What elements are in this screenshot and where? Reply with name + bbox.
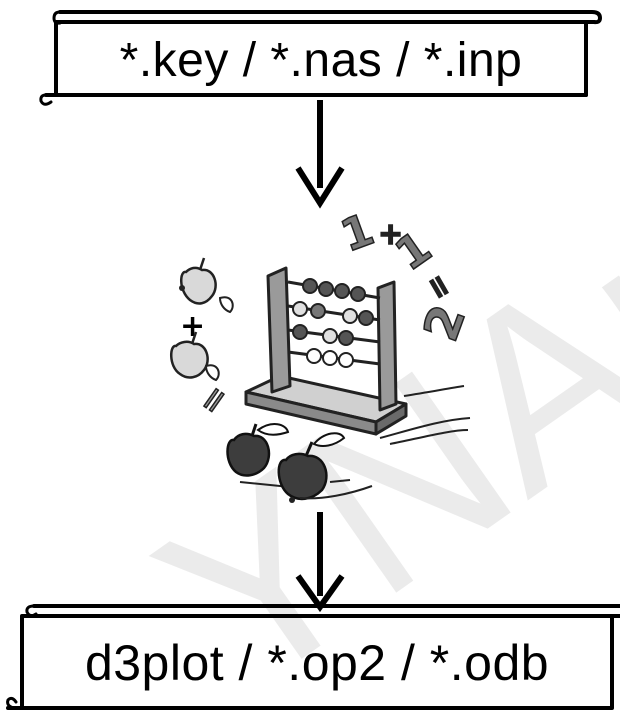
- apple-icon: [277, 432, 373, 503]
- output-formats-scroll: [6, 604, 620, 710]
- svg-text:1: 1: [334, 204, 380, 262]
- apple-icon: [170, 331, 220, 382]
- equals-symbol: =: [189, 377, 238, 423]
- abacus-icon: [244, 266, 471, 445]
- svg-text:+: +: [378, 217, 403, 252]
- plus-symbol: +: [180, 309, 205, 344]
- arrow-down-icon: [295, 100, 345, 209]
- output-formats-label: d3plot / *.op2 / *.odb: [84, 635, 550, 691]
- apple-icon: [226, 423, 301, 489]
- input-formats-label: *.key / *.nas / *.inp: [119, 33, 523, 87]
- scroll-banner-icon: [6, 604, 620, 710]
- scroll-banner-icon: [39, 10, 602, 106]
- input-formats-scroll: [39, 10, 602, 106]
- apple-icon: [179, 257, 234, 314]
- abacus-beads: [292, 278, 374, 368]
